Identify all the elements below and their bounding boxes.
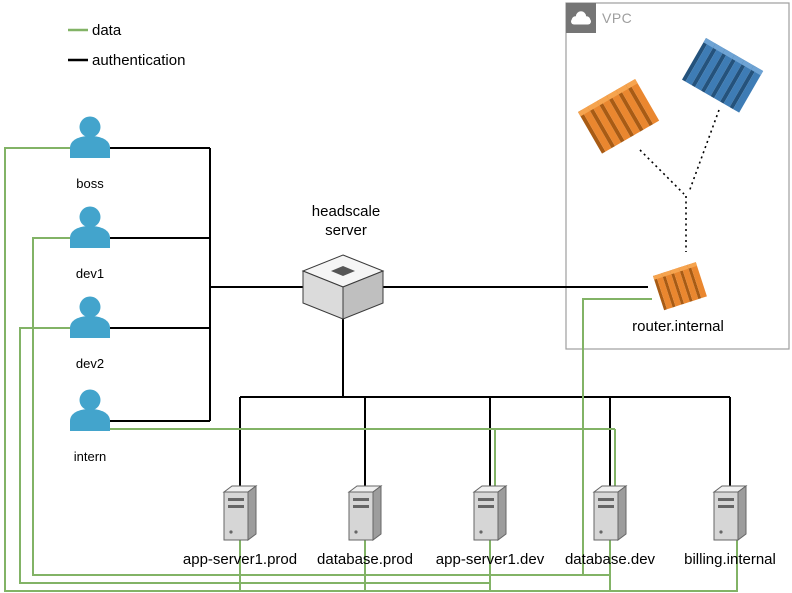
legend-data-label: data: [92, 22, 122, 39]
server-icon-database-prod: [348, 485, 382, 541]
orange-instance-stack-icon: [578, 79, 660, 154]
user-label-intern: intern: [73, 449, 107, 464]
legend-auth-label: authentication: [92, 52, 186, 69]
data-route-dev2: [19, 327, 490, 584]
server-icon-app-server1-dev: [473, 485, 507, 541]
dotted-link-orange-stack-router: [639, 149, 685, 195]
data-route-boss: [4, 147, 738, 592]
router-internal-icon: [653, 262, 707, 311]
user-icon-boss: [70, 116, 110, 158]
headscale-server-label: headscale server: [311, 203, 381, 239]
server-label-billing-internal: billing.internal: [684, 551, 776, 568]
dotted-link-blue-stack-router: [688, 109, 720, 193]
vpc-dotted-links: [639, 109, 720, 252]
vpc-label: VPC: [602, 10, 633, 26]
server-label-database-prod: database.prod: [317, 551, 413, 568]
cube-top-mark: [331, 266, 355, 276]
server-label-database-dev: database.dev: [564, 551, 656, 568]
cloud-icon: [571, 11, 591, 25]
server-icon-app-server1-prod: [223, 485, 257, 541]
user-label-dev2: dev2: [75, 356, 105, 371]
data-lines: [4, 147, 738, 592]
auth-lines: [110, 147, 731, 492]
data-route-router-internal: [582, 298, 652, 575]
user-label-boss: boss: [76, 176, 104, 191]
vpc-border: [565, 2, 790, 350]
blue-instance-stack-icon: [682, 38, 764, 113]
router-internal-label: router.internal: [632, 318, 724, 335]
user-icon-intern: [70, 389, 110, 431]
server-label-app-server1-dev: app-server1.dev: [435, 551, 545, 568]
vpc-box: [565, 2, 790, 350]
data-route-dev1: [32, 237, 610, 576]
user-icon-dev2: [70, 296, 110, 338]
user-label-dev1: dev1: [75, 266, 105, 281]
server-label-app-server1-prod: app-server1.prod: [182, 551, 298, 568]
user-icon-dev1: [70, 206, 110, 248]
server-icon-billing-internal: [713, 485, 747, 541]
server-icon-database-dev: [593, 485, 627, 541]
server-icons: [223, 485, 747, 541]
headscale-server-icon: [301, 254, 385, 320]
